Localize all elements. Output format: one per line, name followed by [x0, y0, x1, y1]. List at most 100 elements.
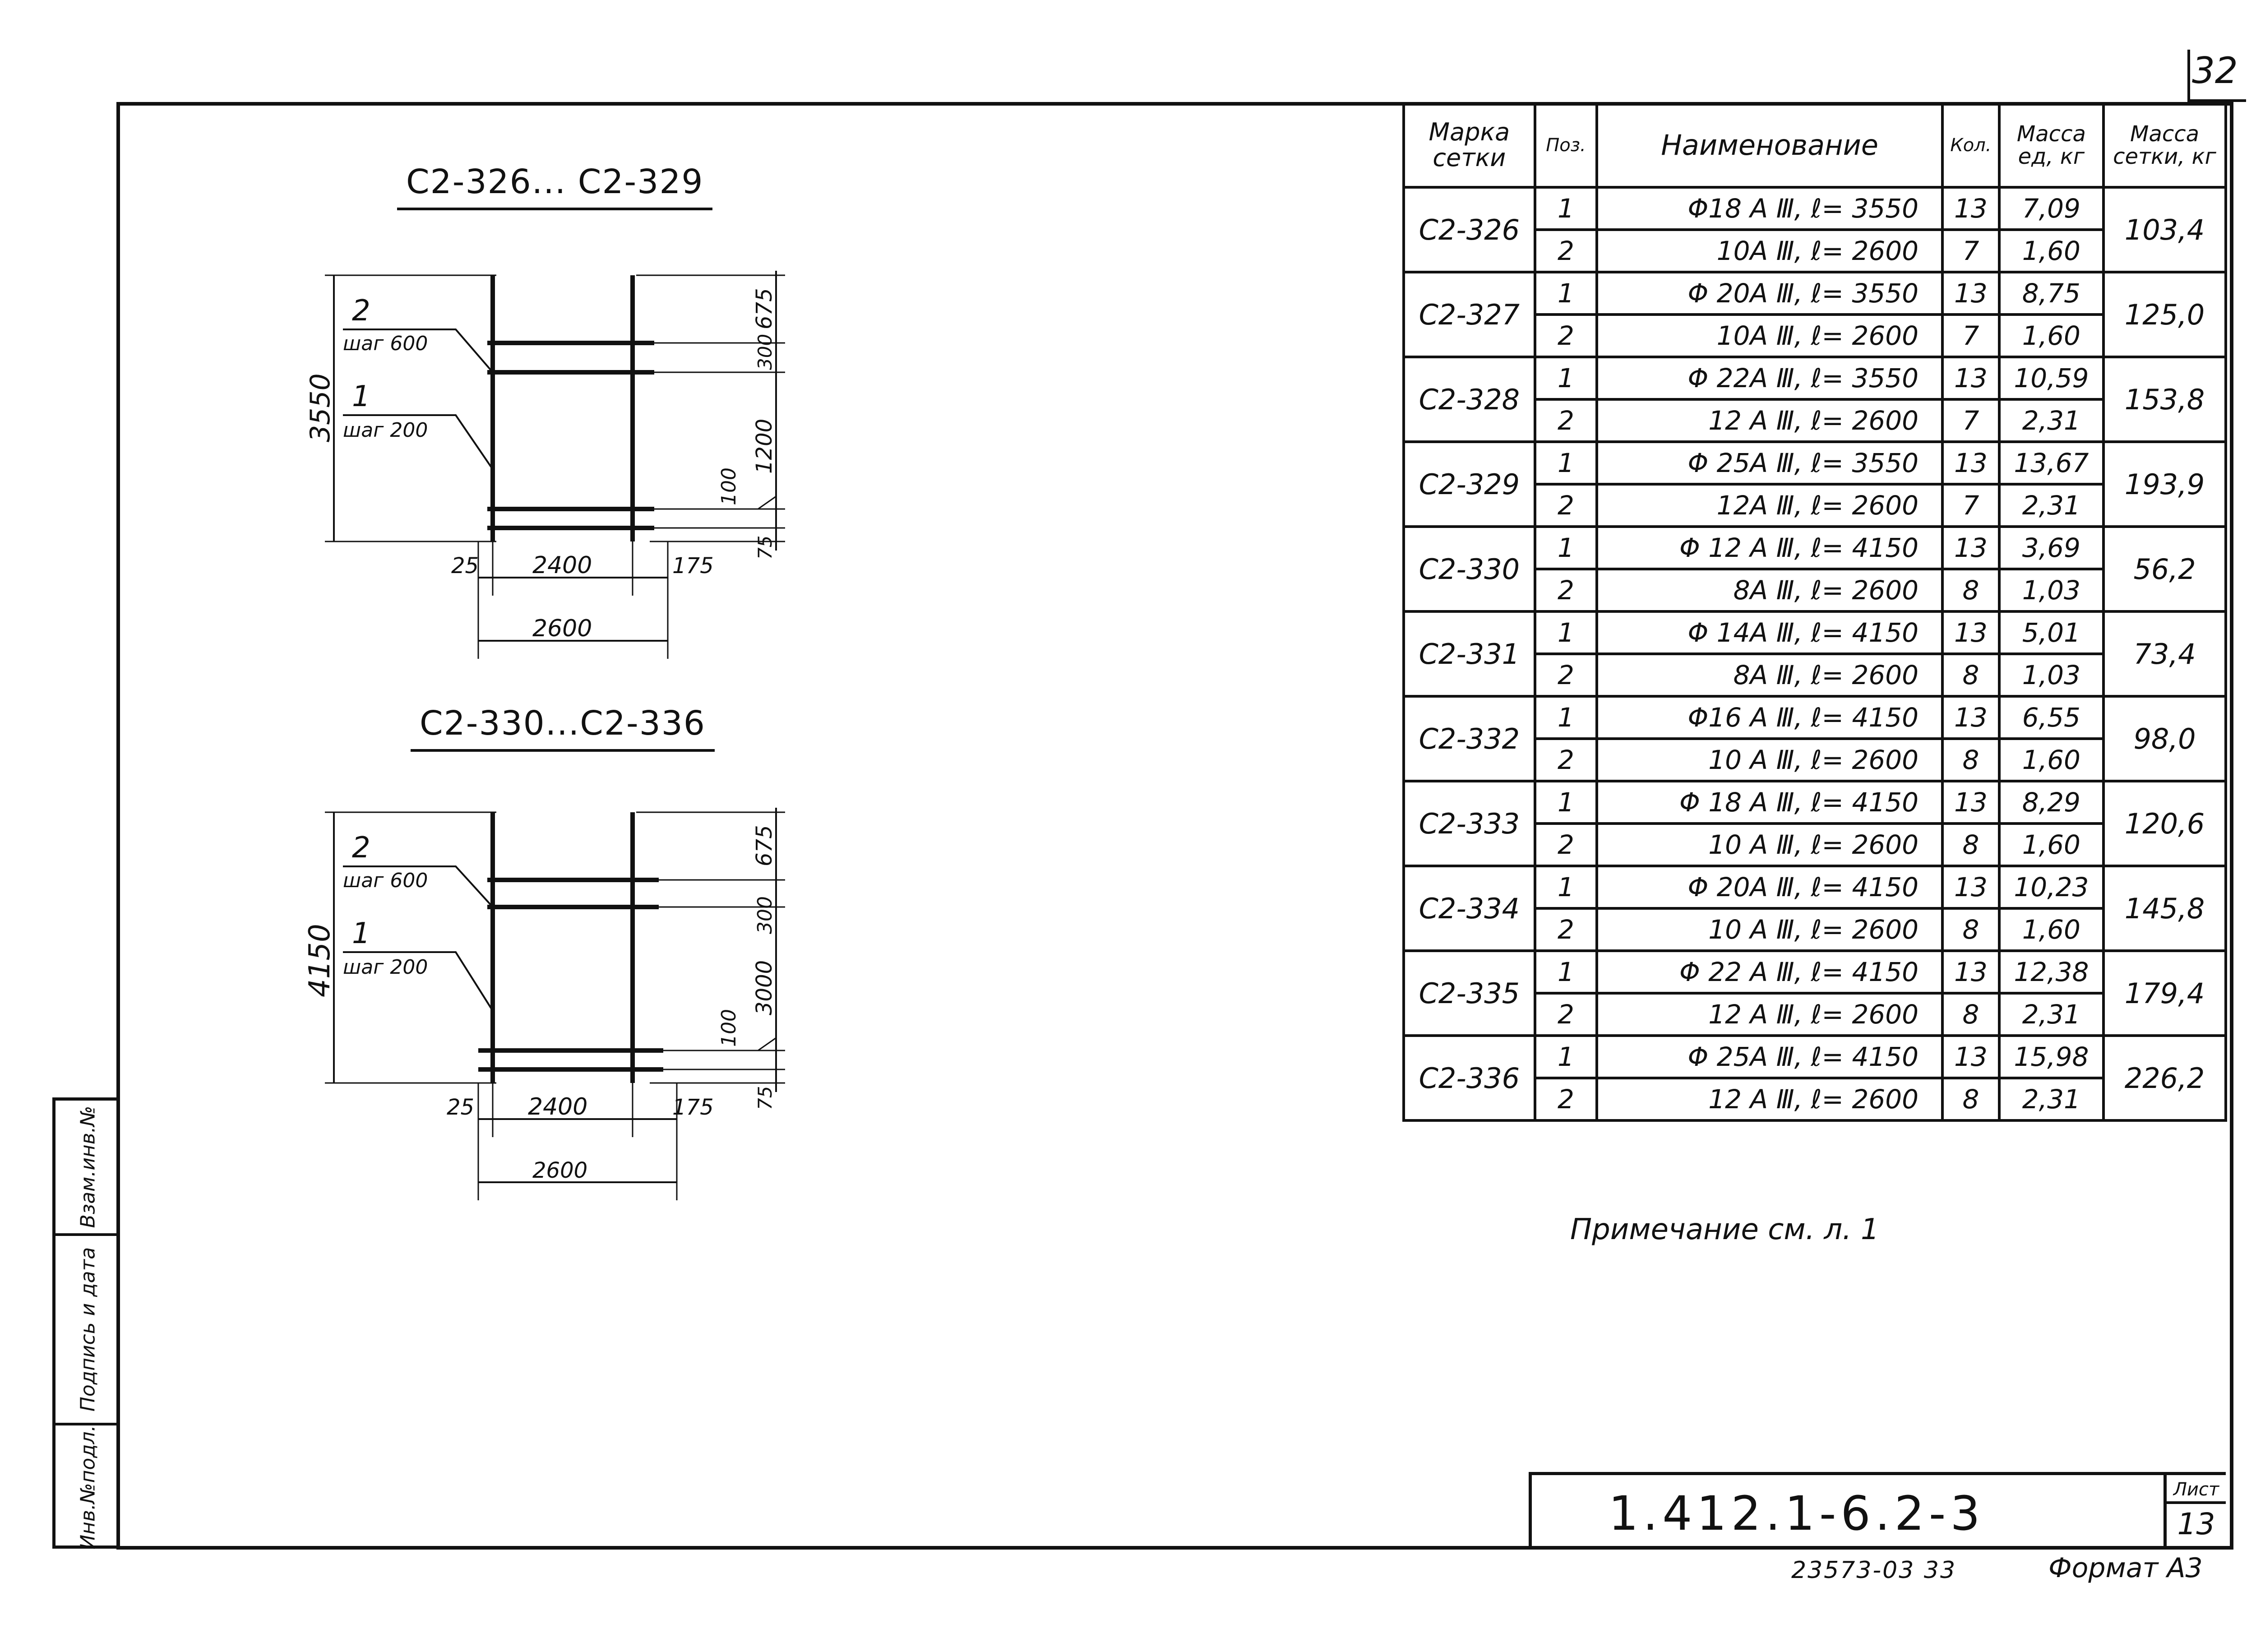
cell-mesh-mass: 98,0: [2102, 695, 2227, 782]
dim-25: 25: [447, 1095, 474, 1120]
pos2-label: 2: [352, 294, 370, 328]
cell-pos: 2: [1533, 737, 1599, 782]
dim-75: 75: [754, 536, 776, 560]
cell-mesh-mass: 193,9: [2102, 440, 2227, 528]
dim-75: 75: [754, 1086, 776, 1110]
cell-unit-mass: 5,01: [1997, 610, 2105, 655]
table-header-row: Марка сетки Поз. Наименование Кол. Масса…: [1402, 102, 2227, 189]
side-cell-replace: Взам.инв.№: [55, 1101, 120, 1236]
cell-qty: 8: [1941, 568, 2001, 613]
cell-unit-mass: 10,59: [1997, 356, 2105, 401]
cell-pos: 2: [1533, 1077, 1599, 1122]
cell-pos: 1: [1533, 525, 1599, 570]
dim-300: 300: [754, 334, 776, 370]
cell-qty: 7: [1941, 313, 2001, 358]
header-unit-mass: Масса ед, кг: [1997, 102, 2105, 189]
cell-name: 8A Ⅲ, ℓ= 2600: [1595, 568, 1944, 613]
cell-mesh-mass: 73,4: [2102, 610, 2227, 698]
pos2-step: шаг 600: [343, 869, 428, 892]
pos1-label: 1: [352, 380, 370, 413]
dim-2400: 2400: [532, 552, 592, 579]
specification-table: Марка сетки Поз. Наименование Кол. Масса…: [1402, 102, 2227, 1122]
cell-qty: 13: [1941, 695, 2001, 740]
cell-pos: 2: [1533, 568, 1599, 613]
cell-qty: 13: [1941, 440, 2001, 486]
header-pos: Поз.: [1533, 102, 1599, 189]
cell-mesh-mass: 120,6: [2102, 780, 2227, 867]
cell-qty: 8: [1941, 907, 2001, 952]
dim-25: 25: [451, 553, 479, 578]
cell-mark: С2-327: [1402, 271, 1536, 358]
pos2-step: шаг 600: [343, 332, 428, 355]
cell-name: 8A Ⅲ, ℓ= 2600: [1595, 652, 1944, 698]
dim-300: 300: [754, 896, 777, 934]
cell-pos: 1: [1533, 949, 1599, 995]
dim-2600: 2600: [532, 615, 592, 642]
cell-qty: 13: [1941, 610, 2001, 655]
cell-name: 10 A Ⅲ, ℓ= 2600: [1595, 737, 1944, 782]
cell-name: 10A Ⅲ, ℓ= 2600: [1595, 228, 1944, 273]
cell-qty: 13: [1941, 949, 2001, 995]
cell-pos: 1: [1533, 780, 1599, 825]
pos1-label: 1: [352, 917, 370, 950]
cell-unit-mass: 8,75: [1997, 271, 2105, 316]
side-cell-inventory: Инв.№подл.: [55, 1425, 120, 1550]
cell-pos: 1: [1533, 186, 1599, 231]
cell-mark: С2-329: [1402, 440, 1536, 528]
sheet-number: 13: [2177, 1507, 2215, 1541]
corner-divider: [2187, 50, 2190, 102]
header-qty: Кол.: [1941, 102, 2001, 189]
header-mark: Марка сетки: [1402, 102, 1536, 189]
cell-mesh-mass: 56,2: [2102, 525, 2227, 613]
cell-qty: 13: [1941, 271, 2001, 316]
cell-pos: 2: [1533, 652, 1599, 698]
side-cell-label: Подпись и дата: [76, 1247, 99, 1412]
archive-code: 23573-03 33: [1791, 1557, 1957, 1584]
cell-name: 10A Ⅲ, ℓ= 2600: [1595, 313, 1944, 358]
cell-name: 12 A Ⅲ, ℓ= 2600: [1595, 992, 1944, 1037]
cell-pos: 2: [1533, 313, 1599, 358]
mesh-drawing-2: 2 шаг 600 1 шаг 200 4150 675 300 3000 10…: [307, 808, 785, 1200]
dim-675: 675: [752, 825, 777, 866]
cell-name: 12 A Ⅲ, ℓ= 2600: [1595, 398, 1944, 443]
cell-mark: С2-333: [1402, 780, 1536, 867]
cell-pos: 2: [1533, 398, 1599, 443]
cell-mesh-mass: 125,0: [2102, 271, 2227, 358]
cell-qty: 13: [1941, 865, 2001, 910]
sheet-corner-number: 32: [2192, 50, 2238, 92]
cell-name: 12 A Ⅲ, ℓ= 2600: [1595, 1077, 1944, 1122]
cell-qty: 13: [1941, 356, 2001, 401]
cell-unit-mass: 1,60: [1997, 907, 2105, 952]
side-stamp: Взам.инв.№ Подпись и дата Инв.№подл.: [52, 1097, 120, 1549]
cell-unit-mass: 1,60: [1997, 737, 2105, 782]
pos2-label: 2: [352, 831, 370, 865]
cell-unit-mass: 2,31: [1997, 483, 2105, 528]
cell-name: Φ 22A Ⅲ, ℓ= 3550: [1595, 356, 1944, 401]
cell-name: Φ 12 A Ⅲ, ℓ= 4150: [1595, 525, 1944, 570]
dim-675: 675: [752, 288, 777, 329]
cell-mark: С2-331: [1402, 610, 1536, 698]
cell-unit-mass: 6,55: [1997, 695, 2105, 740]
cell-name: Φ 18 A Ⅲ, ℓ= 4150: [1595, 780, 1944, 825]
mesh-drawing-1: 2 шаг 600 1 шаг 200 3550 675 300 1200 10…: [307, 271, 785, 659]
side-cell-label: Инв.№подл.: [76, 1425, 99, 1550]
cell-qty: 8: [1941, 992, 2001, 1037]
sheet-box: Лист 13: [2164, 1475, 2226, 1550]
cell-mark: С2-335: [1402, 949, 1536, 1037]
header-mesh-mass: Масса сетки, кг: [2102, 102, 2227, 189]
cell-pos: 1: [1533, 695, 1599, 740]
document-code: 1.412.1-6.2-3: [1609, 1486, 1985, 1541]
cell-qty: 7: [1941, 228, 2001, 273]
cell-qty: 8: [1941, 652, 2001, 698]
sheet-label: Лист: [2167, 1475, 2226, 1504]
cell-mark: С2-326: [1402, 186, 1536, 273]
drawing-1-title: С2-326... С2-329: [397, 162, 713, 210]
